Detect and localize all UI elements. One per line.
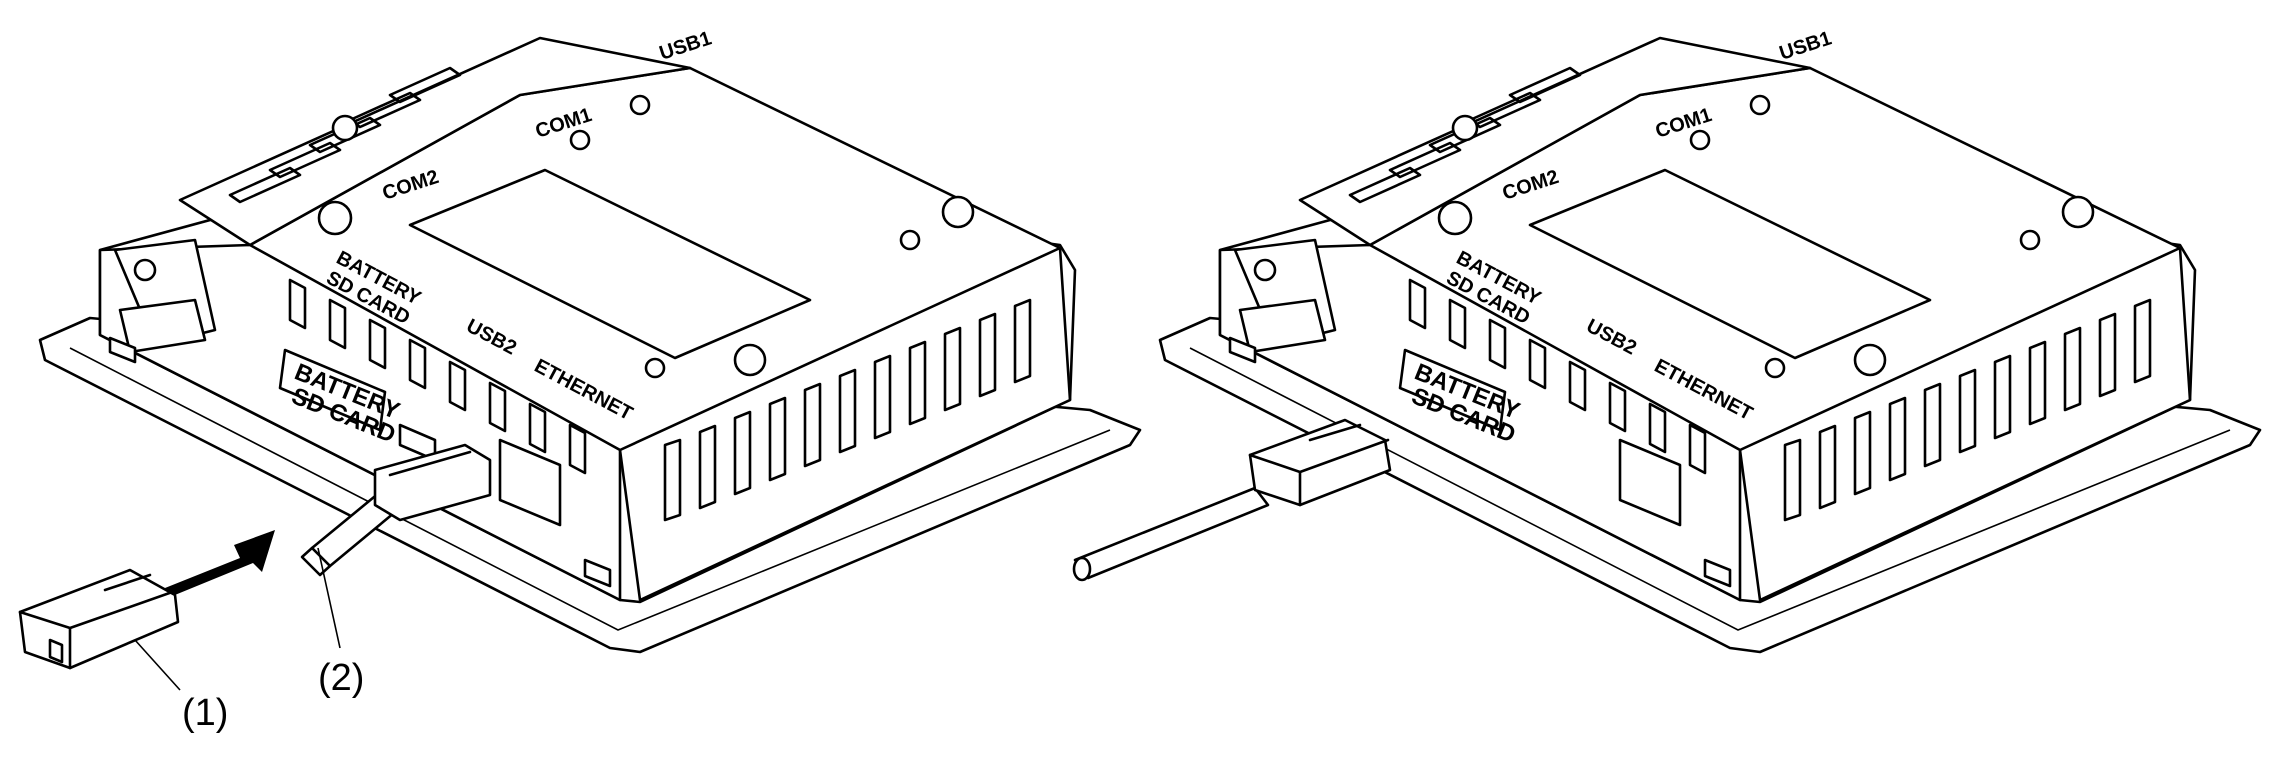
usb-cover (18, 568, 180, 670)
right-connector-shelf (1298, 36, 1812, 247)
insert-arrow (155, 530, 275, 597)
right-screw-4 (1749, 94, 1771, 116)
left-unit: USB1 COM1 COM2 BATTERY SD CARD USB2 ETHE… (38, 27, 1142, 654)
left-vents-left (288, 278, 587, 475)
callout-label-1: (1) (182, 692, 228, 734)
callout-leader-2 (317, 547, 341, 649)
right-screw-5 (2019, 229, 2041, 251)
left-ethernet-port (498, 438, 562, 527)
callout-leader-1 (134, 639, 181, 691)
left-label-window (408, 168, 812, 360)
right-ethernet-port (1618, 438, 1682, 527)
right-cable-body (1073, 486, 1270, 580)
right-screw-7 (1853, 343, 1887, 377)
right-cable-end (1072, 556, 1092, 582)
right-screw-1 (1437, 200, 1473, 236)
left-cable-plug (373, 443, 492, 522)
callout-label-2: (2) (318, 657, 364, 699)
left-vents-right (663, 298, 1032, 522)
left-usb-cable (300, 443, 492, 577)
left-vent-face (618, 246, 1072, 602)
right-label-window (1528, 168, 1932, 360)
right-screw-2 (1451, 114, 1479, 142)
left-connector-shelf (178, 36, 692, 247)
right-screw-3 (1689, 129, 1711, 151)
right-battery-panel (1398, 348, 1507, 432)
right-screw-6 (2061, 195, 2095, 229)
right-vents-right (1783, 298, 2152, 522)
right-label-usb1: USB1 (1777, 27, 1835, 64)
left-screw-4 (629, 94, 651, 116)
right-unit: USB1 COM1 COM2 BATTERY SD CARD USB2 ETHE… (1072, 27, 2262, 654)
left-screw-5 (899, 229, 921, 251)
right-vents-left (1408, 278, 1707, 475)
right-screw-8 (1764, 357, 1786, 379)
left-screw-6 (941, 195, 975, 229)
left-screw-8 (644, 357, 666, 379)
left-battery-panel (278, 348, 387, 432)
left-screw-2 (331, 114, 359, 142)
right-cover-installed (1248, 418, 1392, 507)
left-label-usb1: USB1 (657, 27, 715, 64)
left-screw-3 (569, 129, 591, 151)
right-usb-cable-installed (1072, 418, 1392, 582)
right-vent-face (1738, 246, 2192, 602)
left-screw-7 (733, 343, 767, 377)
left-screw-1 (317, 200, 353, 236)
